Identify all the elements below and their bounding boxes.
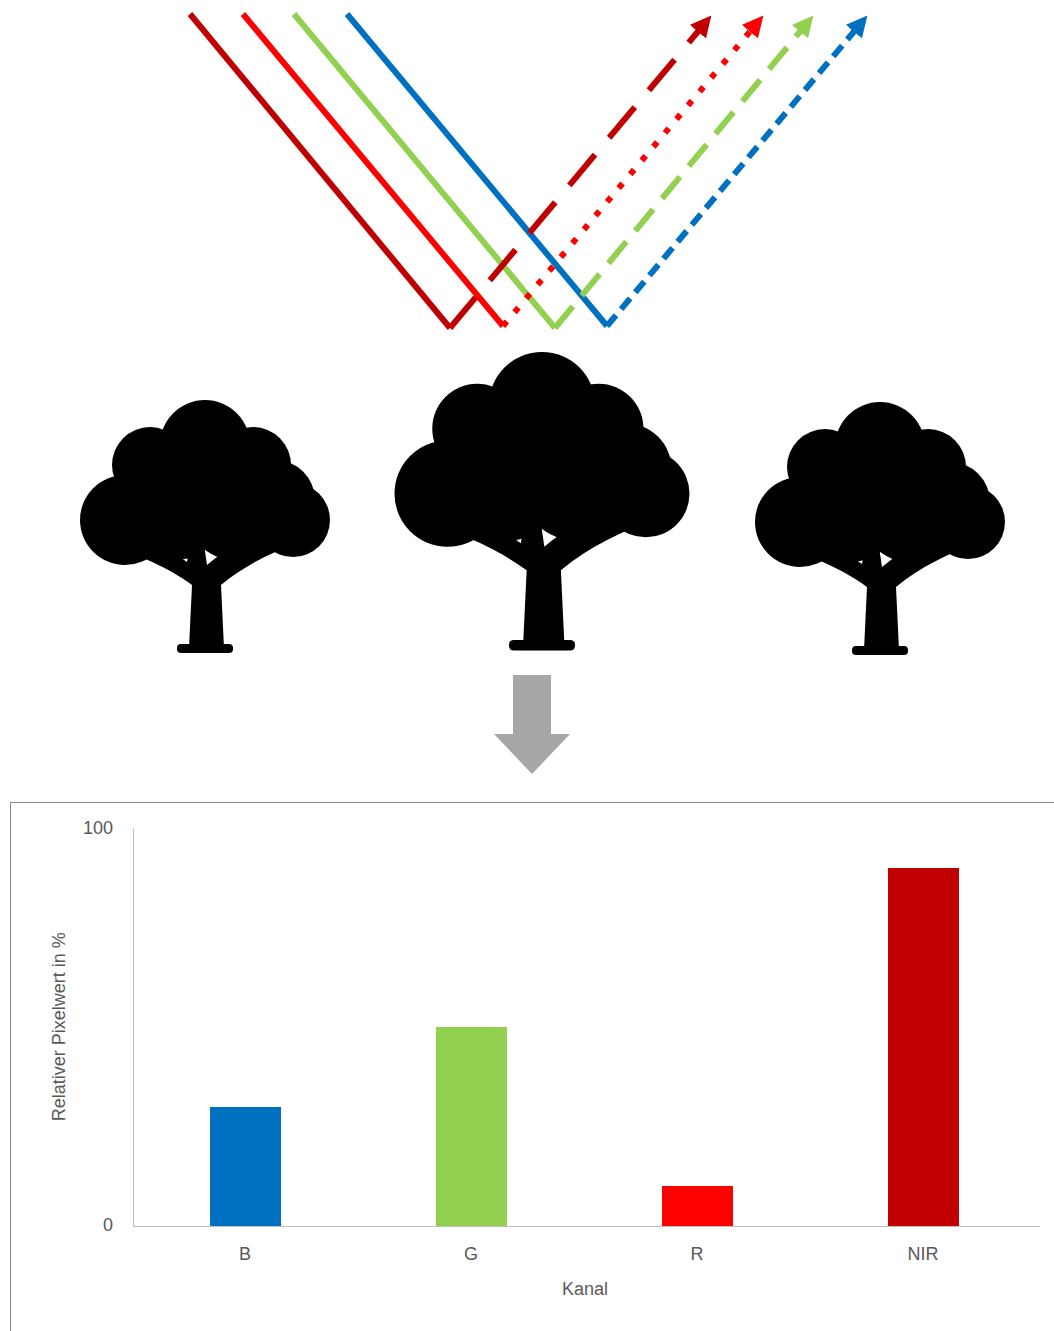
category-label: G	[464, 1244, 478, 1266]
category-label: NIR	[908, 1244, 939, 1266]
category-label: B	[239, 1244, 251, 1266]
axis-tick: 0	[103, 1215, 113, 1237]
axis-title: Kanal	[562, 1279, 608, 1301]
axis-title: Relativer Pixelwert in %	[49, 932, 71, 1121]
category-label: R	[691, 1244, 704, 1266]
axis-tick: 100	[83, 818, 113, 840]
